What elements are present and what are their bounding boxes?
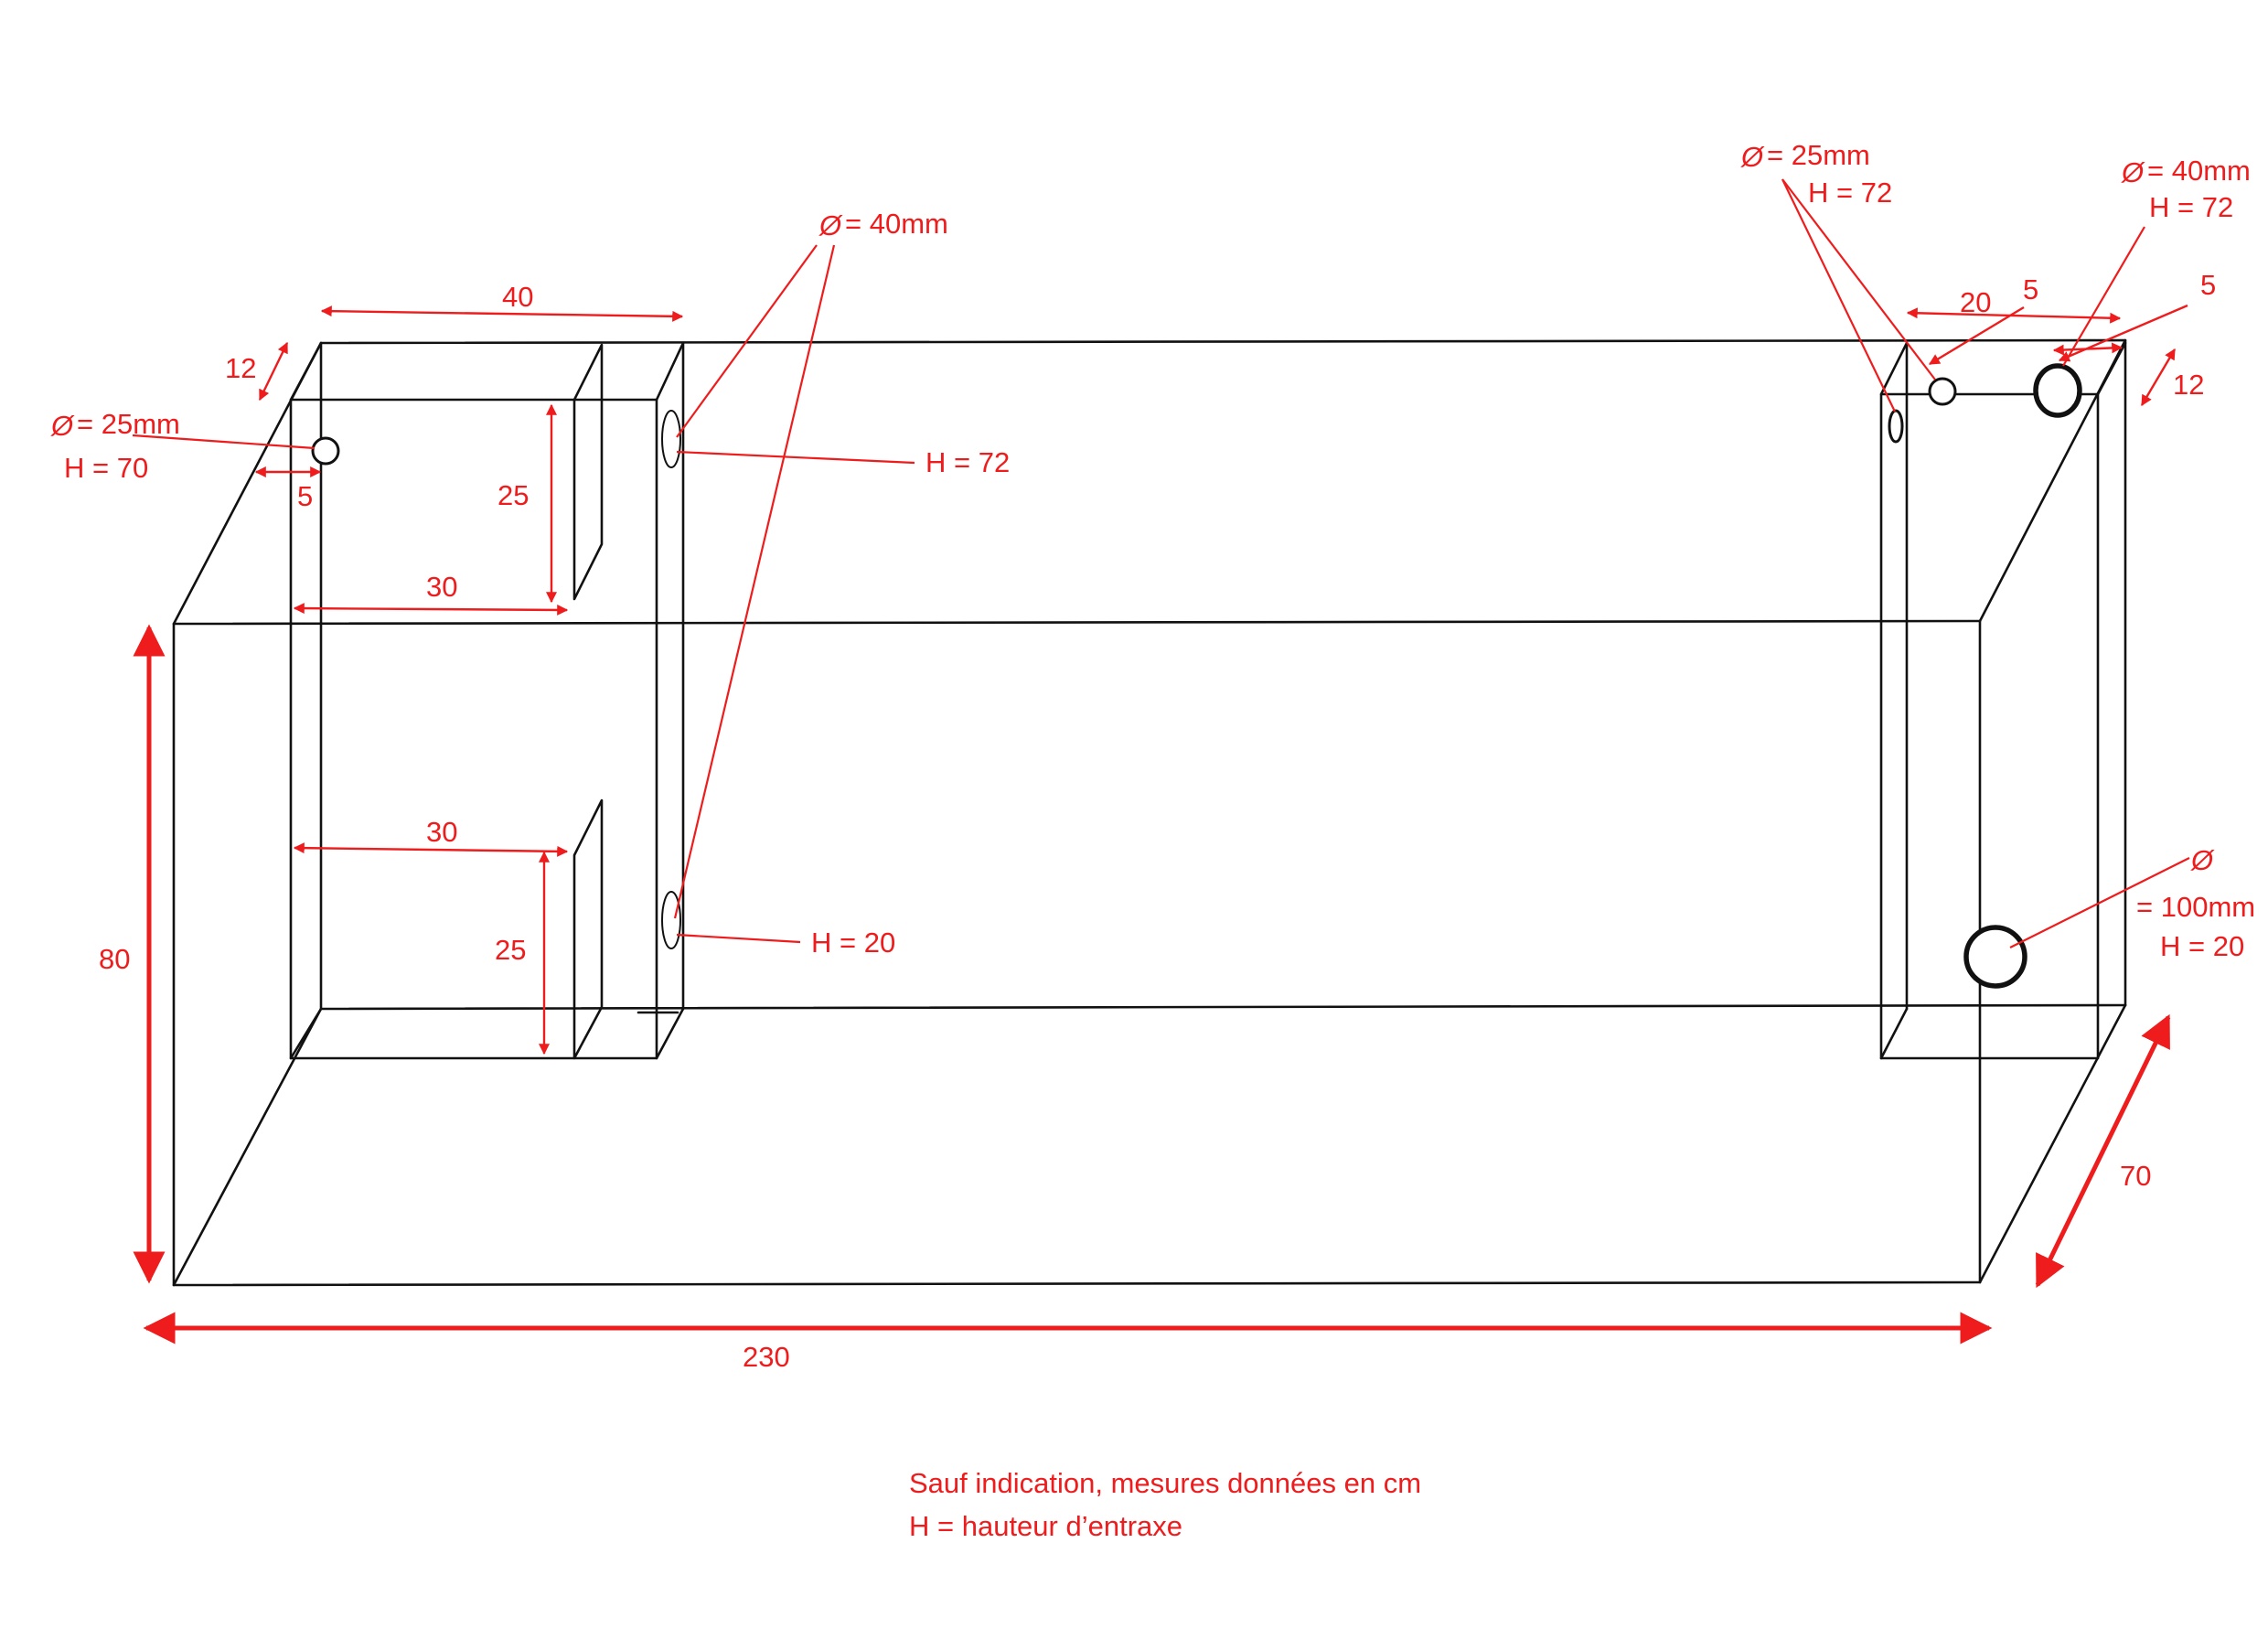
diameter-symbol-icon: Ø [1740,141,1765,173]
right-25mm-leader-b [1781,178,1936,380]
left-offset-5-label: 5 [297,480,313,512]
upper-baffle [572,343,604,601]
center-h72-leader [676,450,915,465]
leader-lines [132,178,2190,948]
upper-25-label: 25 [497,479,529,511]
left-hole-25mm [311,436,340,466]
compartment-40-arrow [320,305,684,322]
right-large-hole-40mm [2033,363,2082,418]
center-h20-leader [676,933,801,944]
units-note: Sauf indication, mesures données en cm [909,1467,1421,1499]
tank-bottom-right-depth-edge [1978,1003,2127,1284]
right-small-hole-diameter: = 25mm [1767,139,1870,171]
right-side-hole-25mm [1888,409,1904,444]
drain-height: H = 20 [2160,930,2244,962]
center-40mm-leader-upper [676,244,818,438]
center-holes-diameter: = 40mm [845,208,948,240]
right-5b-tick [2052,342,2124,356]
center-40mm-leader-lower [673,244,836,919]
diameter-symbol-icon: Ø [818,209,843,241]
drain-diameter: = 100mm [2136,891,2255,923]
right-compartment-top-depth-edge [1879,341,1909,396]
right-40mm-leader [2062,226,2145,367]
right-20-arrow [1906,307,2122,324]
depth-70-label: 70 [2120,1160,2151,1192]
dimension-lines: 230 80 70 40 12 5 30 25 30 25 20 5 [99,269,2216,1373]
right-large-hole-height: H = 72 [2149,191,2233,223]
diameter-symbol-icon: Ø [2121,156,2145,188]
right-5a-arrow [1928,305,2025,366]
holes [311,363,2082,989]
annotations: Ø = 25mm H = 70 Ø = 40mm H = 72 H = 20 Ø… [50,139,2255,1542]
tank-back-bottom-edge [319,1003,2127,1011]
left-compartment [289,341,685,1060]
right-large-hole-diameter: = 40mm [2147,155,2251,187]
lower-30-arrow [293,842,569,857]
right-depth-12-arrow [2140,348,2177,407]
lower-30-label: 30 [426,816,457,848]
left-depth-12-arrow [258,341,289,402]
left-compartment-bottom-back-edge [655,1007,685,1060]
height-80-label: 80 [99,943,130,975]
compartment-40-label: 40 [502,281,533,313]
right-small-hole-25mm [1928,377,1957,406]
tank-back-top-edge [319,338,2127,1007]
diameter-symbol-icon: Ø [50,410,75,442]
right-25mm-leader-a [1781,178,1896,412]
right-5b-label: 5 [2200,269,2216,301]
diameter-symbol-icon: Ø [2190,844,2215,876]
definition-note: H = hauteur d’entraxe [909,1510,1182,1542]
left-compartment-bottom-depth-edge [289,1007,323,1060]
upper-30-arrow [293,603,569,616]
left-depth-12-label: 12 [225,352,256,384]
left-hole-diameter: = 25mm [77,408,180,440]
upper-30-label: 30 [426,571,457,603]
width-230-label: 230 [743,1341,790,1373]
center-lower-height: H = 20 [811,927,895,959]
left-hole-leader [132,434,316,450]
lower-baffle [572,798,604,1060]
center-lower-grate-40mm [661,891,681,949]
tank-bottom-left-depth-edge [172,1007,323,1287]
tank-outline [172,338,2127,1287]
left-compartment-top-back-edge [655,341,685,402]
left-hole-height: H = 70 [64,452,148,484]
left-compartment-top-depth-edge [289,341,323,402]
right-5b-arrow [2058,304,2188,362]
right-compartment-depth-line [2096,341,2127,396]
right-20-label: 20 [1960,286,1991,318]
center-upper-grate-40mm [661,410,681,468]
drain-100mm-leader [2009,857,2190,948]
right-depth-12-label: 12 [2173,369,2204,401]
depth-70-arrow [2035,1013,2171,1289]
tank-front-face [172,619,1982,1287]
right-5a-label: 5 [2023,273,2038,305]
center-upper-height: H = 72 [925,446,1010,478]
right-small-hole-height: H = 72 [1808,177,1892,209]
right-compartment-bottom-depth-edge [1879,1007,1909,1060]
lower-25-label: 25 [495,934,526,966]
drain-grate-100mm [1963,925,2027,989]
